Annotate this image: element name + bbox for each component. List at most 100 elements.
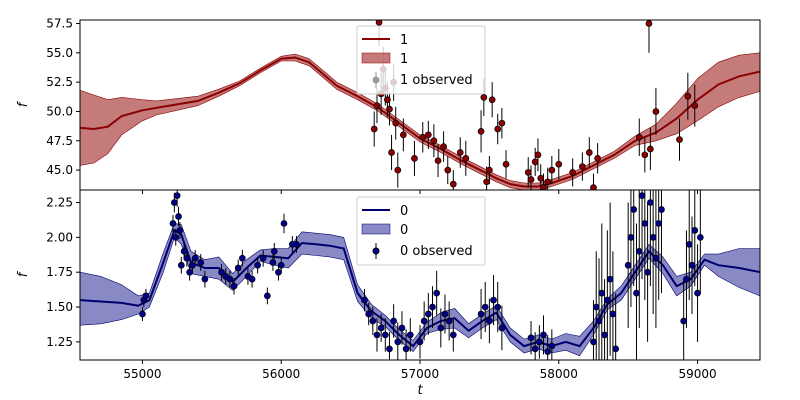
observed-point — [609, 310, 617, 318]
observed-point — [239, 254, 246, 262]
observed-point — [280, 220, 288, 227]
bottom-legend-observed-marker — [372, 247, 380, 255]
observed-point — [416, 338, 424, 346]
y-tick-label: 57.5 — [46, 17, 73, 31]
observed-point — [527, 176, 535, 183]
observed-point — [691, 227, 699, 234]
observed-point — [477, 128, 485, 135]
observed-point — [612, 345, 620, 353]
observed-point — [398, 324, 406, 332]
observed-point — [535, 338, 543, 346]
observed-point — [183, 254, 191, 262]
observed-point — [369, 317, 377, 325]
observed-point — [590, 184, 597, 190]
observed-point — [462, 154, 470, 162]
top-x-ticks — [141, 190, 699, 194]
x-tick-label: 58000 — [540, 367, 578, 381]
observed-point — [420, 317, 428, 325]
observed-point — [139, 310, 146, 318]
top-legend-mean-label: 1 — [400, 33, 408, 48]
observed-point — [172, 234, 180, 241]
observed-point — [527, 334, 535, 342]
observed-point — [627, 234, 635, 241]
observed-point — [388, 149, 395, 156]
observed-point — [218, 268, 225, 276]
bottom-legend-mean-label: 0 — [400, 204, 408, 219]
observed-point — [684, 92, 692, 100]
top-plot-area — [80, 20, 760, 190]
observed-point — [361, 296, 368, 304]
bottom-legend-observed-label: 0 observed — [400, 244, 473, 259]
observed-point — [494, 125, 502, 133]
x-tick-label: 55000 — [123, 367, 161, 381]
observed-point — [430, 137, 438, 145]
observed-point — [477, 310, 485, 318]
observed-point — [598, 289, 606, 297]
observed-point — [365, 310, 373, 318]
bottom-y-ticks: 1.251.501.752.002.25 — [46, 196, 80, 349]
observed-point — [189, 261, 196, 269]
observed-point — [676, 136, 683, 143]
observed-point — [429, 303, 436, 311]
observed-point — [230, 282, 238, 290]
observed-point — [595, 317, 603, 325]
observed-point — [390, 317, 397, 325]
top-panel: 45.047.550.052.555.057.5 f 1 1 1 observe… — [16, 17, 761, 194]
confidence-band-0 — [80, 52, 760, 190]
observed-point — [370, 125, 378, 133]
y-tick-label: 45.0 — [46, 163, 73, 177]
y-tick-label: 55.0 — [46, 46, 73, 60]
y-tick-label: 50.0 — [46, 104, 73, 118]
top-legend-band-label: 1 — [400, 52, 408, 67]
observed-point — [641, 151, 649, 159]
bottom-plot-area — [80, 190, 760, 360]
observed-point — [433, 289, 441, 297]
observed-point — [269, 259, 277, 266]
observed-point — [381, 331, 389, 339]
observed-point — [445, 317, 453, 325]
bottom-x-axis-label: t — [417, 383, 423, 398]
observed-point — [173, 192, 181, 199]
observed-point — [270, 247, 278, 255]
observed-point — [658, 206, 665, 213]
observed-point — [683, 275, 690, 283]
observed-point — [263, 292, 271, 300]
observed-point — [480, 94, 488, 101]
observed-point — [635, 247, 643, 255]
observed-point — [248, 275, 256, 283]
top-legend-observed-marker — [372, 76, 380, 84]
observed-point — [424, 131, 432, 139]
observed-point — [411, 154, 418, 162]
bottom-legend-band-swatch — [361, 223, 391, 235]
observed-point — [449, 180, 457, 188]
observed-point — [419, 133, 427, 141]
observed-point — [696, 234, 704, 241]
observed-point — [486, 317, 493, 325]
observed-point — [386, 105, 393, 113]
observed-point — [524, 169, 532, 176]
x-tick-label: 59000 — [678, 367, 716, 381]
observed-point — [630, 206, 638, 213]
observed-point — [548, 342, 556, 350]
y-tick-label: 52.5 — [46, 75, 73, 89]
observed-point — [569, 169, 577, 176]
observed-point — [444, 166, 452, 174]
observed-point — [540, 331, 547, 339]
observed-point — [606, 275, 614, 283]
observed-point — [402, 345, 410, 353]
observed-point — [555, 160, 563, 168]
observed-point — [449, 331, 457, 339]
observed-point — [652, 108, 660, 115]
observed-point — [649, 234, 657, 241]
observed-point — [384, 96, 391, 104]
observed-point — [647, 145, 654, 153]
observed-point — [197, 259, 205, 266]
x-tick-label: 57000 — [401, 367, 439, 381]
observed-point — [142, 292, 150, 300]
observed-point — [592, 303, 600, 311]
observed-point — [603, 296, 611, 304]
observed-point — [594, 154, 601, 162]
